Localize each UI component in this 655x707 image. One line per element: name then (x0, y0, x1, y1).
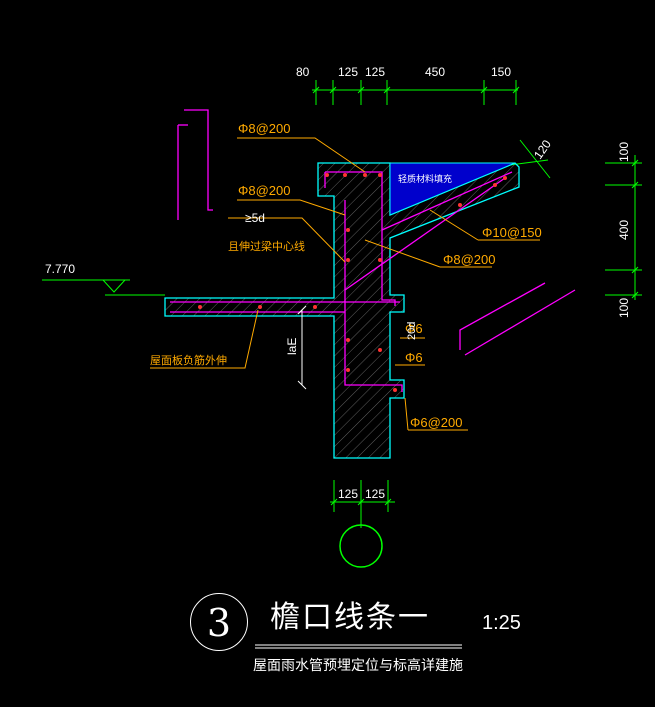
right-dimension (605, 155, 642, 300)
title-underline (255, 644, 462, 649)
label-top-b: Φ8@200 (238, 183, 291, 198)
label-phi6-b: Φ6 (405, 350, 423, 365)
rebar-lines (170, 171, 513, 392)
dim-top-2: 125 (338, 65, 358, 79)
dim-top-4: 450 (425, 65, 445, 79)
dim-top-5: 150 (491, 65, 511, 79)
label-slab-note: 屋面板负筋外伸 (150, 353, 227, 367)
axis-circle (339, 524, 383, 568)
label-top-a: Φ8@200 (238, 121, 291, 136)
label-bottom: Φ6@200 (410, 415, 463, 430)
label-beam-centerline: 且伸过梁中心线 (228, 239, 305, 253)
elevation-label: 7.770 (45, 262, 75, 276)
label-diag-b: Φ8@200 (443, 252, 496, 267)
dim-top-3: 125 (365, 65, 385, 79)
label-20d: 20d (406, 322, 418, 340)
detail-subtitle: 屋面雨水管预埋定位与标高详建施 (253, 658, 463, 674)
detail-number: 3 (190, 593, 248, 651)
fill-label: 轻质材料填充 (398, 173, 452, 184)
label-lae: laE (285, 338, 299, 355)
dim-bottom-2: 125 (365, 487, 385, 501)
label-phi6-a: Φ6 (405, 321, 423, 336)
dim-right-3: 100 (617, 298, 631, 318)
dim-right-1: 100 (617, 142, 631, 162)
elevation-mark (42, 279, 165, 296)
lae-dimension (297, 305, 307, 390)
leader-lines (150, 137, 540, 431)
label-anchor: ≥5d (245, 211, 265, 225)
concrete-section (164, 162, 520, 459)
dim-bottom-1: 125 (338, 487, 358, 501)
detail-scale: 1:25 (482, 612, 521, 634)
pipe-marks (177, 109, 576, 356)
detail-title: 檐口线条一 (270, 600, 430, 635)
dim-right-2: 400 (617, 220, 631, 240)
top-dimension (312, 80, 520, 105)
dim-top-1: 80 (296, 65, 310, 79)
rebar-dots (198, 173, 507, 392)
label-diag-a: Φ10@150 (482, 225, 542, 240)
